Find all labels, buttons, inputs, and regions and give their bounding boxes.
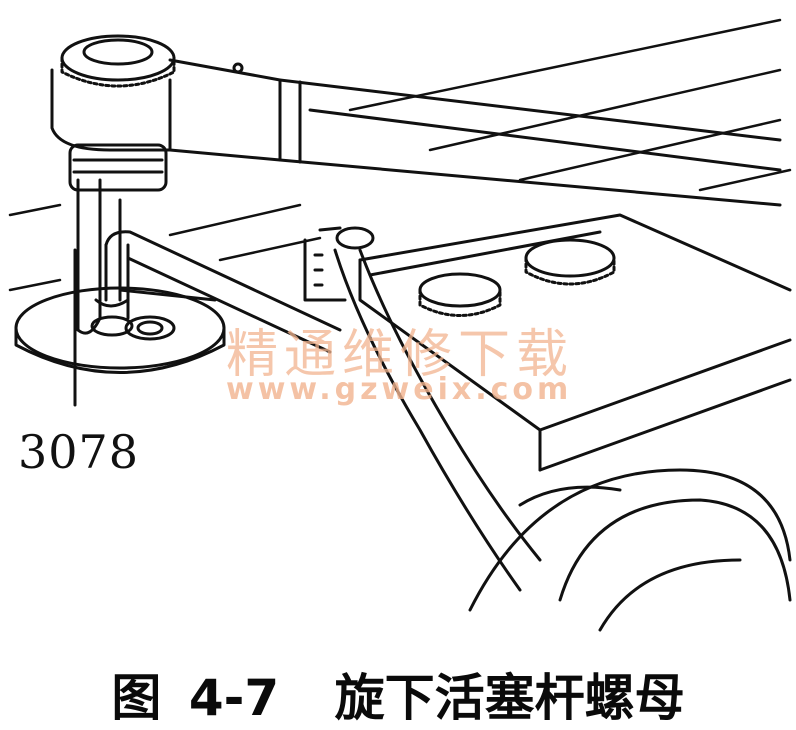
hex-key: [104, 230, 342, 354]
caption-title: 旋下活塞杆螺母: [334, 669, 685, 727]
watermark-text: 精通维修下载: [226, 325, 575, 385]
technical-illustration: [8, 18, 792, 632]
counter-wrench: [333, 248, 542, 592]
body-panel-lines: [8, 18, 792, 292]
part-number-label: 3078: [18, 425, 140, 479]
figure-caption: 图 4-7 旋下活塞杆螺母: [0, 658, 796, 730]
caption-number: 4-7: [188, 669, 280, 727]
special-tool-3078: [68, 143, 168, 335]
reservoir-box: [358, 213, 792, 472]
wrench-head: [50, 34, 176, 152]
wrench-handle: [168, 58, 782, 207]
mount-bracket: [303, 226, 375, 302]
hand-outline: [468, 468, 792, 632]
caption-prefix: 图: [111, 669, 162, 727]
watermark-url: www.gzweix.com: [226, 372, 573, 407]
